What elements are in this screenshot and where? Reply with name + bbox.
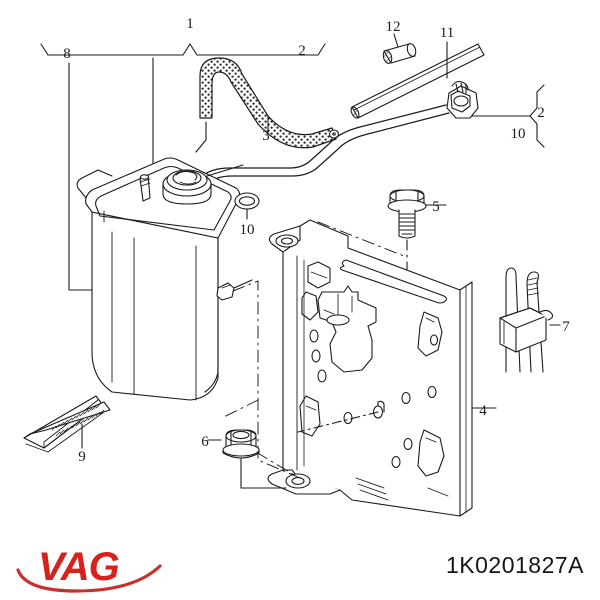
callout-4: 4 bbox=[479, 403, 487, 419]
part-threaded-rod bbox=[350, 43, 485, 119]
leader-bracket-pin bbox=[297, 411, 379, 433]
leader-tank-nipple bbox=[233, 279, 253, 289]
tank-filler-cap bbox=[162, 169, 212, 205]
part-flange-nut bbox=[222, 429, 260, 459]
tank-side-nipple bbox=[216, 282, 235, 301]
callout-8: 8 bbox=[63, 46, 71, 62]
leader-8 bbox=[68, 62, 97, 291]
callout-1: 1 bbox=[186, 16, 194, 32]
callout-10a: 10 bbox=[240, 222, 255, 238]
callout-6: 6 bbox=[201, 434, 209, 450]
leader-12 bbox=[393, 33, 399, 48]
group-bracket-top bbox=[40, 43, 326, 56]
part-line-fitting bbox=[446, 80, 479, 119]
callout-5: 5 bbox=[432, 199, 440, 215]
leader-hose-to-tank bbox=[195, 121, 207, 153]
leader-cap-to-line bbox=[206, 164, 244, 177]
callout-labels: 1 2 2 3 4 5 6 7 8 9 10 10 11 12 bbox=[63, 16, 570, 465]
callout-12: 12 bbox=[386, 19, 401, 35]
callout-3: 3 bbox=[262, 128, 270, 144]
callout-2b: 2 bbox=[537, 105, 545, 121]
group-bracket-right bbox=[469, 84, 545, 148]
vag-wordmark: VAG bbox=[38, 545, 119, 589]
part-sleeve-bushing bbox=[382, 43, 417, 64]
callout-10b: 10 bbox=[511, 126, 526, 142]
part-textured-hose bbox=[199, 57, 340, 149]
part-hex-flange-bolt bbox=[387, 189, 427, 239]
part-coolant-line bbox=[189, 104, 450, 196]
callout-2a: 2 bbox=[298, 43, 306, 59]
part-mounting-bracket bbox=[267, 219, 473, 517]
part-retaining-clip-strip bbox=[23, 395, 111, 453]
vag-logo: VAG bbox=[16, 545, 162, 593]
part-number: 1K0201827A bbox=[445, 552, 584, 578]
callout-9: 9 bbox=[78, 449, 86, 465]
part-pipe-clip bbox=[499, 267, 554, 373]
leader-nut-to-bracket bbox=[240, 457, 287, 489]
callout-7: 7 bbox=[562, 319, 570, 335]
part-o-ring-seal bbox=[234, 192, 260, 210]
footer-bar: VAG 1K0201827A bbox=[0, 538, 600, 600]
part-expansion-tank bbox=[76, 157, 241, 401]
callout-11: 11 bbox=[440, 25, 454, 41]
tank-level-sensor bbox=[139, 174, 151, 202]
